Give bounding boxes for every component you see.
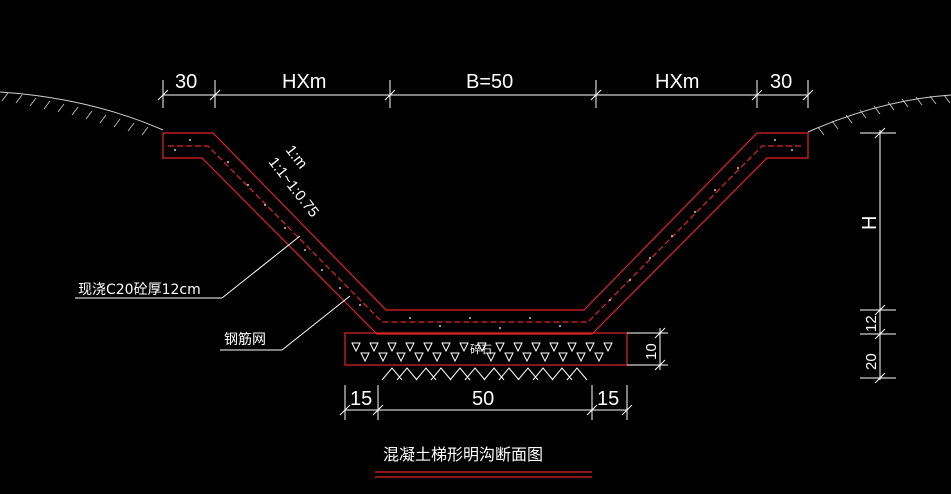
subgrade-hatch <box>381 367 588 381</box>
dim-top-right-edge: 30 <box>770 71 792 93</box>
dim-bottom-middle: 50 <box>472 388 494 410</box>
gravel-triangles <box>351 342 613 363</box>
right-ground-surface <box>807 94 951 136</box>
dim-right-lining: 12 <box>863 315 880 332</box>
dim-right-height: H <box>859 216 881 230</box>
concrete-annotation: 现浇C20砼厚12cm <box>78 282 201 298</box>
gravel-bed-outline <box>344 332 628 366</box>
dim-top-left-edge: 30 <box>175 71 197 93</box>
gravel-thickness-dimension <box>627 327 668 371</box>
left-ground-surface <box>0 91 164 136</box>
dim-top-left-slope: HXm <box>282 71 326 93</box>
concrete-aggregate-dots <box>174 139 793 329</box>
drawing-title: 混凝土梯形明沟断面图 <box>383 445 543 464</box>
gravel-label: 碎石 <box>470 342 492 356</box>
dim-top-right-slope: HXm <box>655 71 699 93</box>
dim-top-bottom-width: B=50 <box>466 71 513 93</box>
concrete-leader <box>75 235 301 299</box>
dim-gravel-thickness: 10 <box>643 343 660 360</box>
concrete-lining-outline <box>162 132 809 335</box>
rebar-annotation: 钢筋网 <box>224 331 266 348</box>
dim-right-gravel: 20 <box>863 353 880 370</box>
rebar-leader <box>220 295 351 351</box>
right-vertical-dimension <box>860 127 896 384</box>
bottom-dimension-line <box>339 385 633 420</box>
top-dimension-line <box>157 80 814 108</box>
dim-bottom-right: 15 <box>597 388 619 410</box>
dim-bottom-left: 15 <box>350 388 372 410</box>
